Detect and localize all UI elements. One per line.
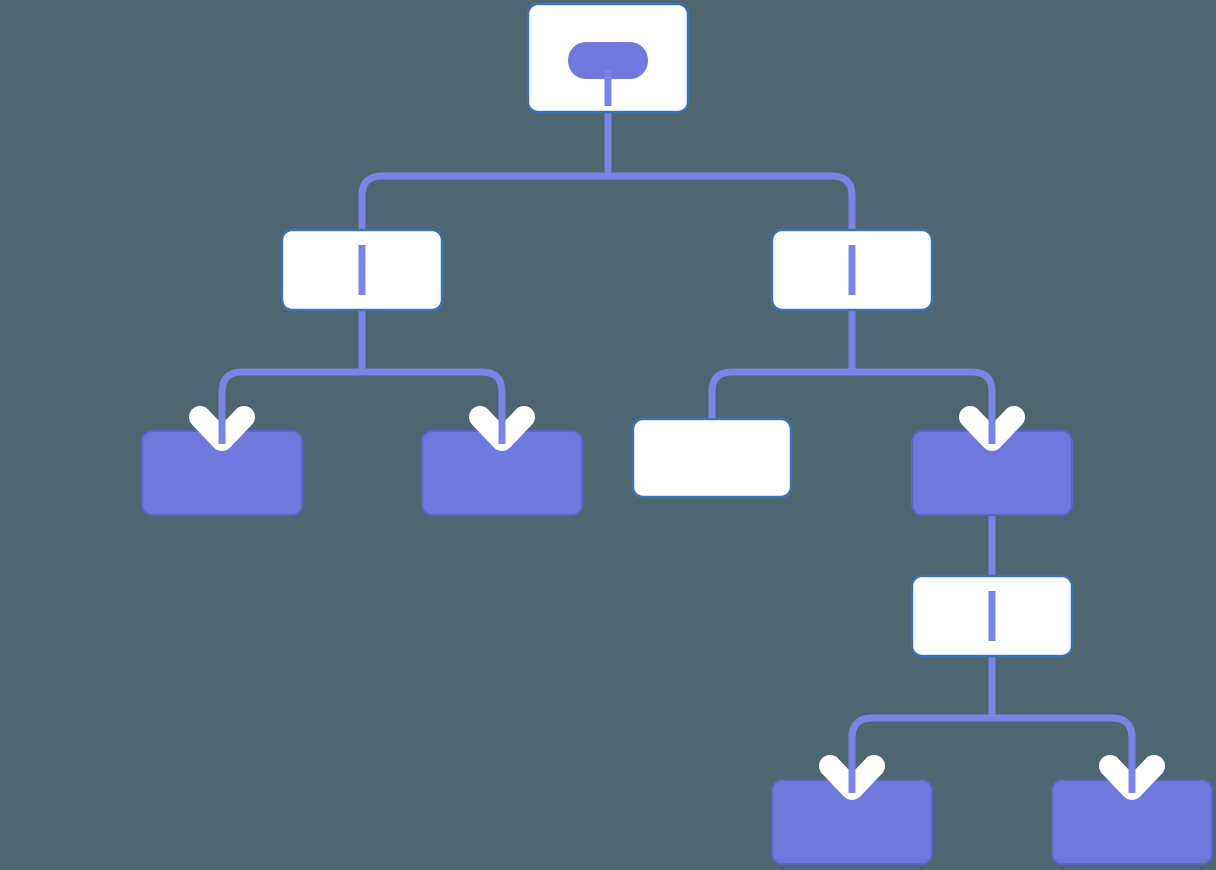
node-root[interactable] [526,2,690,114]
edge-n3-to-n7 [852,368,996,444]
node-level2-white[interactable] [631,417,793,499]
edge-n1-to-n2 [358,172,608,234]
edge-n8-to-n10 [992,714,1136,793]
node-level2-white-body[interactable] [631,417,793,499]
node-layer [141,2,1213,865]
edge-n8-to-n9 [848,714,992,793]
edge-tip-layer [218,400,1136,793]
node-root-pill-icon [568,42,648,79]
edge-n2-to-n5 [362,368,506,444]
edge-n3-to-n6 [708,368,852,421]
node-level1-right[interactable] [770,228,934,312]
node-level1-left[interactable] [280,228,444,312]
edge-n2-to-n4 [218,368,362,444]
edge-n1-to-n3 [608,172,856,234]
node-level3-white[interactable] [910,574,1074,658]
